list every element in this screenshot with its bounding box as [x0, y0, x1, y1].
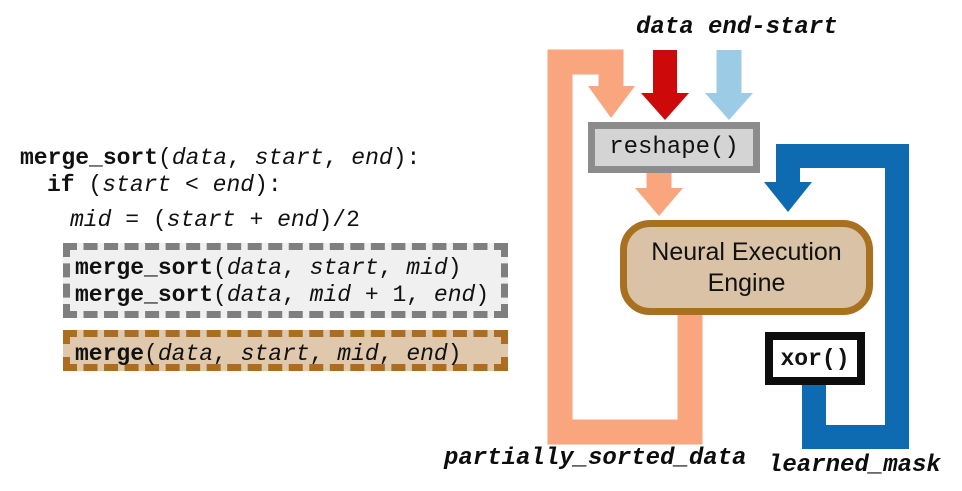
code-line-recursive-call-1: merge_sort(data, start, mid) [75, 255, 462, 281]
code-line-mid: mid = (start + end)/2 [70, 207, 360, 233]
xor-box: xor() [765, 332, 865, 385]
merge-call-box [63, 330, 508, 371]
reshape-to-engine-arrowhead [635, 188, 683, 216]
reshape-box: reshape() [588, 122, 760, 173]
data-input-arrow [641, 50, 689, 120]
code-line-recursive-call-2: merge_sort(data, mid + 1, end) [75, 282, 490, 308]
partially-sorted-data-arrowhead [588, 86, 635, 118]
learned-mask-label: learned_mask [768, 452, 941, 479]
recursive-calls-box [63, 243, 508, 318]
end-start-input-label: end-start [708, 14, 838, 41]
partially-sorted-data-loop-arrow [547, 49, 703, 445]
engine-label-line2: Engine [707, 268, 786, 297]
reshape-label: reshape() [609, 134, 739, 161]
xor-label: xor() [780, 345, 850, 372]
partially-sorted-data-label: partially_sorted_data [444, 445, 747, 472]
data-input-label: data [636, 14, 694, 41]
neural-execution-engine-box: Neural Execution Engine [620, 220, 873, 315]
code-line-signature: merge_sort(data, start, end): [20, 145, 421, 171]
reshape-to-engine-arrow [635, 170, 683, 216]
learned-mask-arrowhead [764, 182, 812, 212]
code-line-if: if (start < end): [47, 172, 282, 198]
engine-label-line1: Neural Execution [651, 237, 842, 266]
end-start-input-arrowhead [705, 93, 753, 120]
code-line-merge-call: merge(data, start, mid, end) [75, 341, 462, 367]
data-input-arrowhead [641, 93, 689, 120]
end-start-input-arrow [705, 50, 753, 120]
learned-mask-loop-arrow [764, 144, 909, 449]
